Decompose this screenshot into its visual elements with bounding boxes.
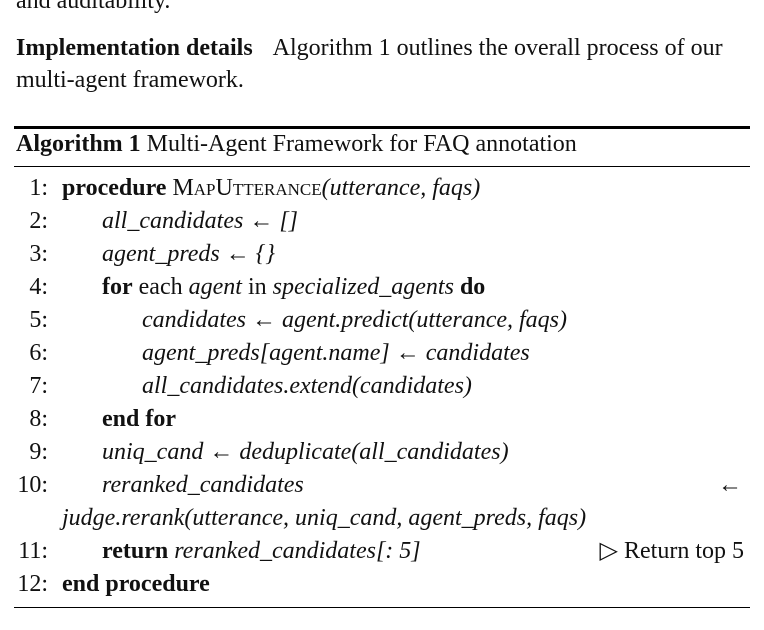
line-number: 12: [17, 571, 48, 597]
line-number: 5: [29, 307, 48, 333]
line-code: candidates ← agent.predict(utterance, fa… [142, 307, 568, 333]
line-code: all_candidates.extend(candidates) [142, 373, 472, 399]
algorithm-line-8: 8: end for [0, 403, 760, 435]
line-code: agent_preds ← {} [102, 241, 275, 267]
algorithm-title: Multi-Agent Framework for FAQ annotation [146, 131, 577, 157]
keyword: do [459, 274, 486, 300]
assign-arrow: ← [718, 472, 742, 498]
algorithm-line-9: 9: uniq_cand ← deduplicate(all_candidate… [0, 436, 760, 468]
line-code: reranked_candidates [102, 472, 304, 498]
line-code: judge.rerank(utterance, uniq_cand, agent… [62, 505, 587, 531]
text: in [247, 274, 267, 300]
keyword: end for [102, 406, 176, 432]
algorithm-line-11: 11: return reranked_candidates[: 5] ▷ Re… [0, 535, 760, 567]
line-number: 11: [18, 538, 48, 564]
line-number: 3: [29, 241, 48, 267]
algorithm-line-1: 1: procedure MapUtterance(utterance, faq… [0, 172, 760, 204]
line-number: 7: [29, 373, 48, 399]
algorithm-line-2: 2: all_candidates ← [] [0, 205, 760, 237]
algorithm-line-10: 10: reranked_candidates ← [0, 469, 760, 501]
algorithm-mid-rule [14, 166, 750, 167]
algorithm-line-5: 5: candidates ← agent.predict(utterance,… [0, 304, 760, 336]
algorithm-line-4: 4: for each agent in specialized_agents … [0, 271, 760, 303]
comment: ▷ Return top 5 [599, 538, 744, 564]
procedure-name: MapUtterance [172, 175, 322, 201]
line-number: 8: [29, 406, 48, 432]
line-number: 2: [29, 208, 48, 234]
keyword: procedure [62, 175, 167, 201]
loop-collection: specialized_agents [272, 274, 454, 300]
line-code: agent_preds[agent.name] ← candidates [142, 340, 530, 366]
algorithm-label: Algorithm 1 [16, 131, 141, 157]
keyword: end procedure [62, 571, 210, 597]
cut-off-line: and auditability. [16, 0, 171, 14]
line-number: 1: [29, 175, 48, 201]
paragraph-text: Algorithm 1 outlines the overall process… [16, 35, 723, 93]
paragraph-heading: Implementation details [16, 35, 253, 61]
algorithm-line-12: 12: end procedure [0, 568, 760, 600]
line-number: 10: [17, 472, 48, 498]
line-code: all_candidates ← [] [102, 208, 298, 234]
loop-var: agent [188, 274, 242, 300]
algorithm-line-7: 7: all_candidates.extend(candidates) [0, 370, 760, 402]
algorithm-line-6: 6: agent_preds[agent.name] ← candidates [0, 337, 760, 369]
line-code: reranked_candidates[: 5] [174, 538, 421, 564]
algorithm-bottom-rule [14, 607, 750, 608]
line-number: 6: [29, 340, 48, 366]
algorithm-top-rule [14, 126, 750, 129]
keyword: for [102, 274, 133, 300]
line-number: 4: [29, 274, 48, 300]
algorithm-line-3: 3: agent_preds ← {} [0, 238, 760, 270]
keyword: return [102, 538, 169, 564]
text: each [138, 274, 183, 300]
line-code: uniq_cand ← deduplicate(all_candidates) [102, 439, 509, 465]
line-number: 9: [29, 439, 48, 465]
algorithm-caption: Algorithm 1 Multi-Agent Framework for FA… [16, 131, 577, 158]
procedure-args: (utterance, faqs) [321, 175, 481, 201]
algorithm-line-10-cont: judge.rerank(utterance, uniq_cand, agent… [0, 502, 760, 534]
